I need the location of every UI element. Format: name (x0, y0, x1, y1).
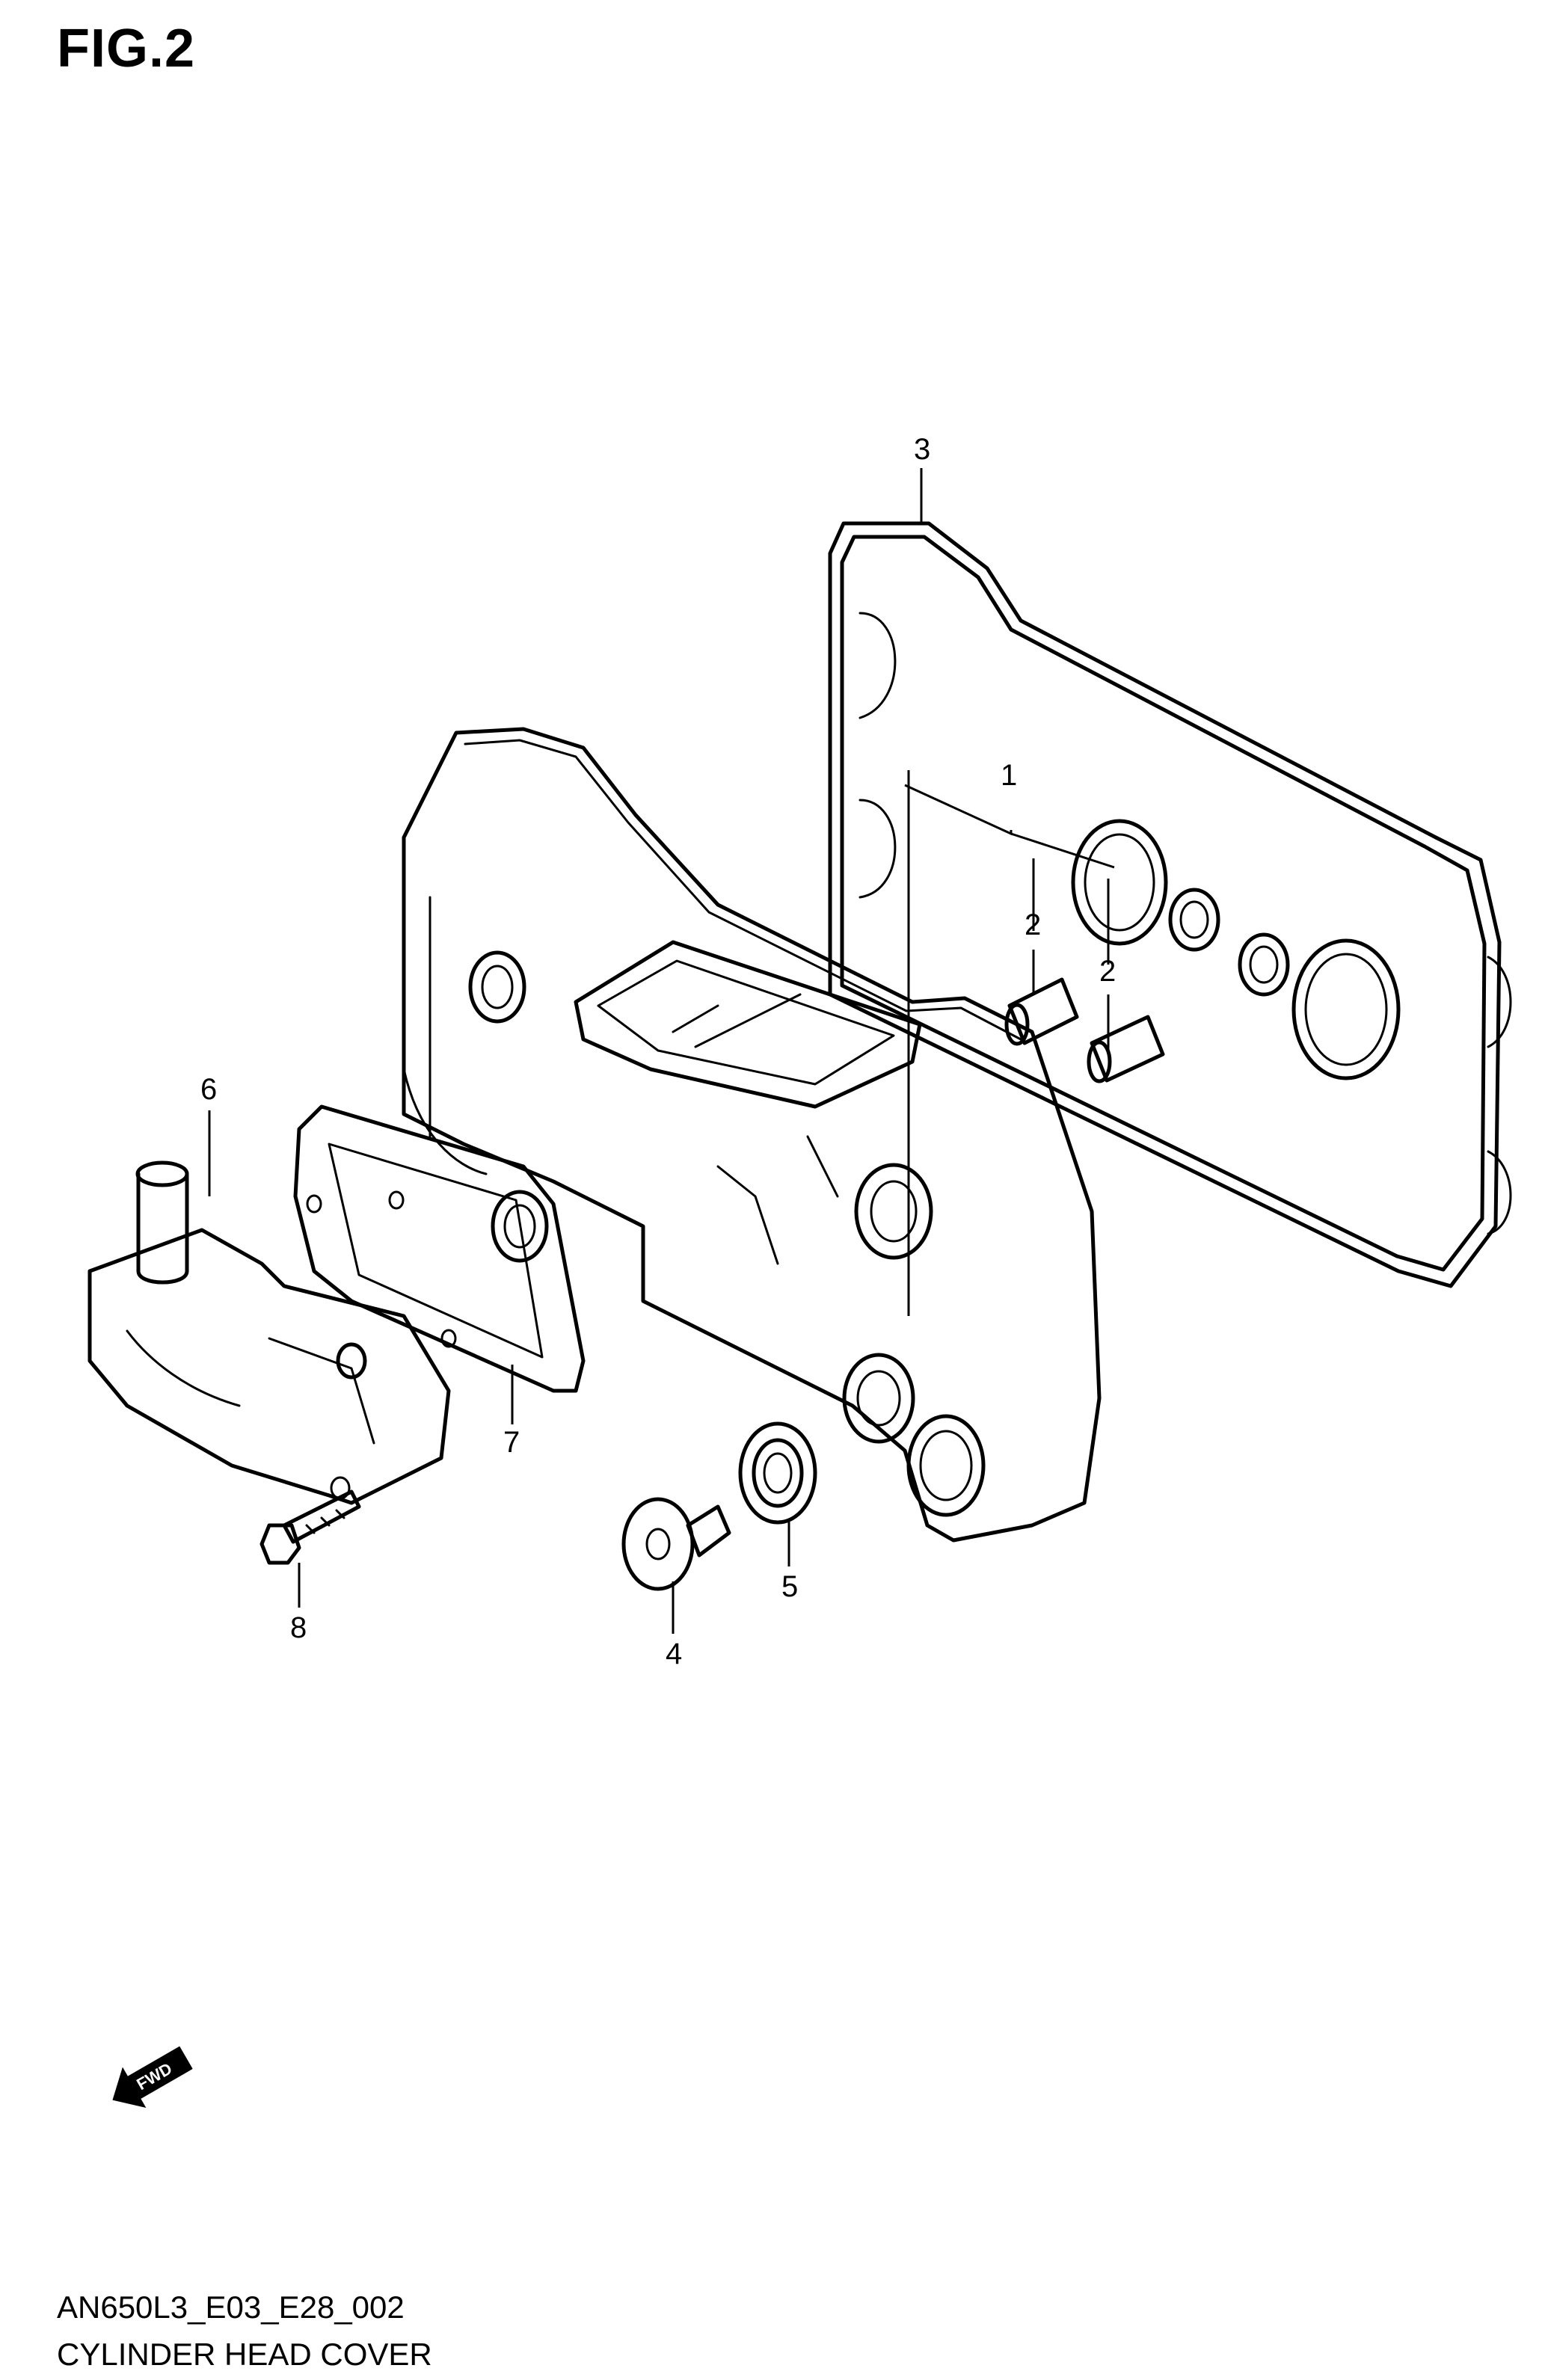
drawing-name: CYLINDER HEAD COVER (57, 2337, 432, 2372)
dowel-pins (1004, 977, 1165, 1083)
callout-2a: 2 (1025, 908, 1041, 941)
figure-label: FIG.2 (57, 19, 196, 79)
pcv-cover-bolt (259, 1489, 361, 1565)
callout-4: 4 (666, 1638, 682, 1670)
head-cover-gasket (828, 521, 1512, 1288)
callout-8: 8 (290, 1611, 307, 1644)
cylinder-head-cover (402, 727, 1102, 1543)
fwd-arrow-icon: FWD (112, 2046, 193, 2108)
callout-6: 6 (200, 1073, 217, 1106)
callout-2b: 2 (1099, 955, 1116, 988)
callout-7: 7 (503, 1426, 520, 1459)
callout-3: 3 (914, 433, 930, 466)
callout-5: 5 (781, 1570, 798, 1603)
drawing-code: AN650L3_E03_E28_002 (57, 2290, 405, 2325)
plug-tube-seals (1071, 819, 1401, 1080)
callout-1: 1 (1001, 759, 1017, 792)
leader-lines (208, 468, 1115, 1634)
cover-bolt-washer (738, 1421, 817, 1525)
pcv-cover (87, 1160, 451, 1505)
pcv-cover-gasket (293, 1104, 586, 1393)
cover-bolt (621, 1497, 731, 1591)
